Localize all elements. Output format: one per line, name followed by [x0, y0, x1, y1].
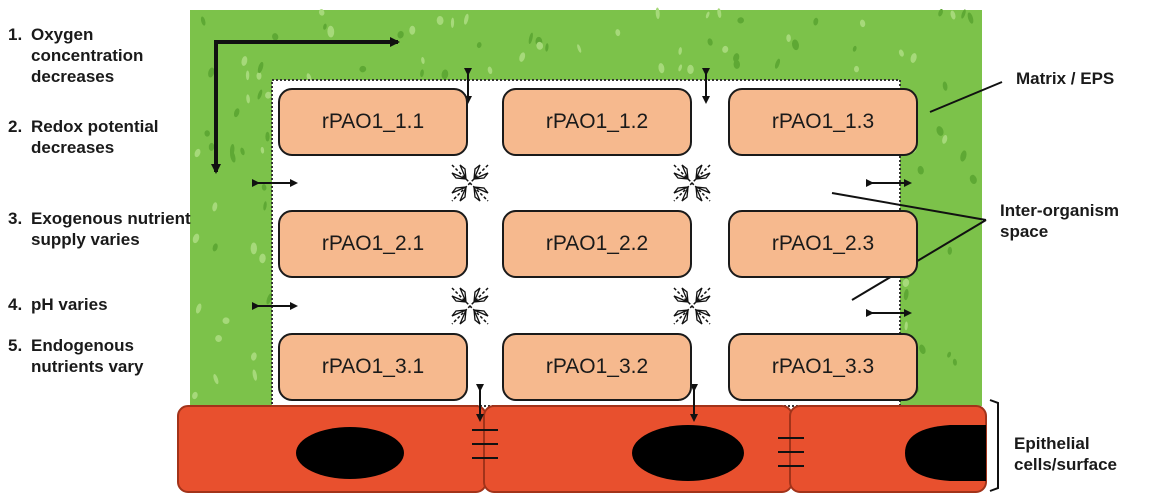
factor-number: 3.	[8, 208, 22, 229]
factor-text: pH varies	[31, 294, 201, 315]
cell-label: rPAO1_2.2	[546, 232, 648, 256]
cell-2-1: rPAO1_2.1	[278, 210, 468, 278]
cell-2-3: rPAO1_2.3	[728, 210, 918, 278]
cell-label: rPAO1_3.3	[772, 355, 874, 379]
factor-number: 4.	[8, 294, 22, 315]
factor-number: 5.	[8, 335, 22, 356]
cell-label: rPAO1_3.2	[546, 355, 648, 379]
cell-3-1: rPAO1_3.1	[278, 333, 468, 401]
epithelial-bracket	[990, 400, 998, 491]
cell-label: rPAO1_1.2	[546, 110, 648, 134]
cell-label: rPAO1_1.3	[772, 110, 874, 134]
cell-1-3: rPAO1_1.3	[728, 88, 918, 156]
cell-label: rPAO1_3.1	[322, 355, 424, 379]
nucleus	[632, 425, 744, 481]
nucleus	[905, 425, 986, 481]
cell-2-2: rPAO1_2.2	[502, 210, 692, 278]
epithelial-label: Epithelial cells/surface	[1014, 433, 1164, 475]
nucleus	[296, 427, 404, 479]
inter-organism-label: Inter-organism space	[1000, 200, 1140, 242]
texture-fleck	[246, 71, 249, 81]
matrix-label: Matrix / EPS	[1016, 68, 1114, 89]
factor-number: 1.	[8, 24, 22, 45]
factor-text: Oxygen concentration decreases	[31, 24, 201, 87]
texture-fleck	[257, 72, 262, 80]
texture-fleck	[265, 132, 269, 142]
factor-number: 2.	[8, 116, 22, 137]
cell-label: rPAO1_1.1	[322, 110, 424, 134]
factor-text: Endogenous nutrients vary	[31, 335, 196, 377]
cell-label: rPAO1_2.3	[772, 232, 874, 256]
cell-3-3: rPAO1_3.3	[728, 333, 918, 401]
epithelial-layer	[178, 406, 986, 492]
cell-label: rPAO1_2.1	[322, 232, 424, 256]
factor-text: Exogenous nutrient supply varies	[31, 208, 206, 250]
factor-text: Redox potential decreases	[31, 116, 161, 158]
cell-1-1: rPAO1_1.1	[278, 88, 468, 156]
cell-3-2: rPAO1_3.2	[502, 333, 692, 401]
texture-fleck	[251, 243, 257, 255]
cell-1-2: rPAO1_1.2	[502, 88, 692, 156]
texture-fleck	[854, 66, 859, 72]
